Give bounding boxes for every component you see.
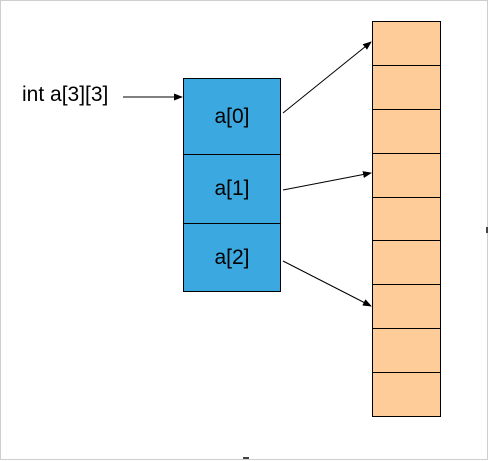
- right-edge-tick: [486, 227, 488, 233]
- bottom-edge-tick: [243, 457, 249, 459]
- row-2-arrow: [282, 260, 372, 307]
- element-cell: [373, 108, 440, 153]
- row-pointer-1: a[1]: [183, 154, 281, 224]
- element-cell: [373, 328, 440, 372]
- row-0-arrow: [282, 41, 372, 114]
- element-block: [372, 21, 441, 417]
- row-1-arrow: [282, 171, 372, 191]
- element-cell: [373, 152, 440, 197]
- element-cell: [373, 284, 440, 328]
- row-pointer-0: a[0]: [183, 78, 281, 155]
- element-cell: [373, 64, 440, 109]
- row-pointer-2: a[2]: [183, 223, 281, 292]
- element-cell: [373, 196, 440, 241]
- declaration-label: int a[3][3]: [22, 83, 109, 106]
- element-cell: [373, 22, 440, 65]
- element-cell: [373, 372, 440, 416]
- element-cell: [373, 240, 440, 284]
